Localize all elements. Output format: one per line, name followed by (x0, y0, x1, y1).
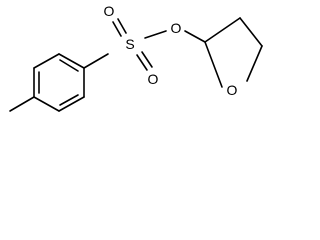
sulfonyl-bottom-double-bond-b (141, 51, 153, 68)
aryl-sulfur-bond (83, 53, 109, 69)
ester-oxygen-ring-bond (184, 30, 206, 43)
ring-double-bond-3 (59, 94, 79, 106)
molecule-canvas: S O O O O (0, 0, 280, 128)
sulfonyl-bottom-double-bond-a (136, 54, 148, 71)
methyl-bond (9, 96, 35, 112)
sulfonyl-oxygen-bottom-label: O (148, 71, 159, 87)
ring-bond-6 (33, 96, 60, 112)
ring-bond-5 (58, 96, 85, 112)
sulfonyl-top-double-bond-b (117, 18, 127, 34)
ring-bond-2 (33, 53, 60, 69)
sulfonyl-oxygen-top-label: O (104, 3, 115, 19)
sulfonyl-top-double-bond-a (112, 21, 122, 37)
thf-bond-3 (246, 45, 263, 82)
tetrahydrofuran-ring (204, 17, 263, 88)
benzene-ring (33, 53, 85, 112)
ring-double-bond-2 (59, 59, 79, 72)
chemical-structure-diagram: S O O O O (9, 3, 263, 112)
ring-oxygen-label: O (227, 82, 238, 98)
ester-oxygen-label: O (171, 20, 182, 36)
thf-bond-2 (239, 17, 263, 47)
thf-bond-1 (204, 17, 241, 43)
ring-bond-3 (58, 53, 85, 69)
sulfur-atom-label: S (125, 36, 134, 52)
sulfur-ester-oxygen-bond (144, 30, 167, 39)
thf-bond-4 (204, 41, 223, 88)
